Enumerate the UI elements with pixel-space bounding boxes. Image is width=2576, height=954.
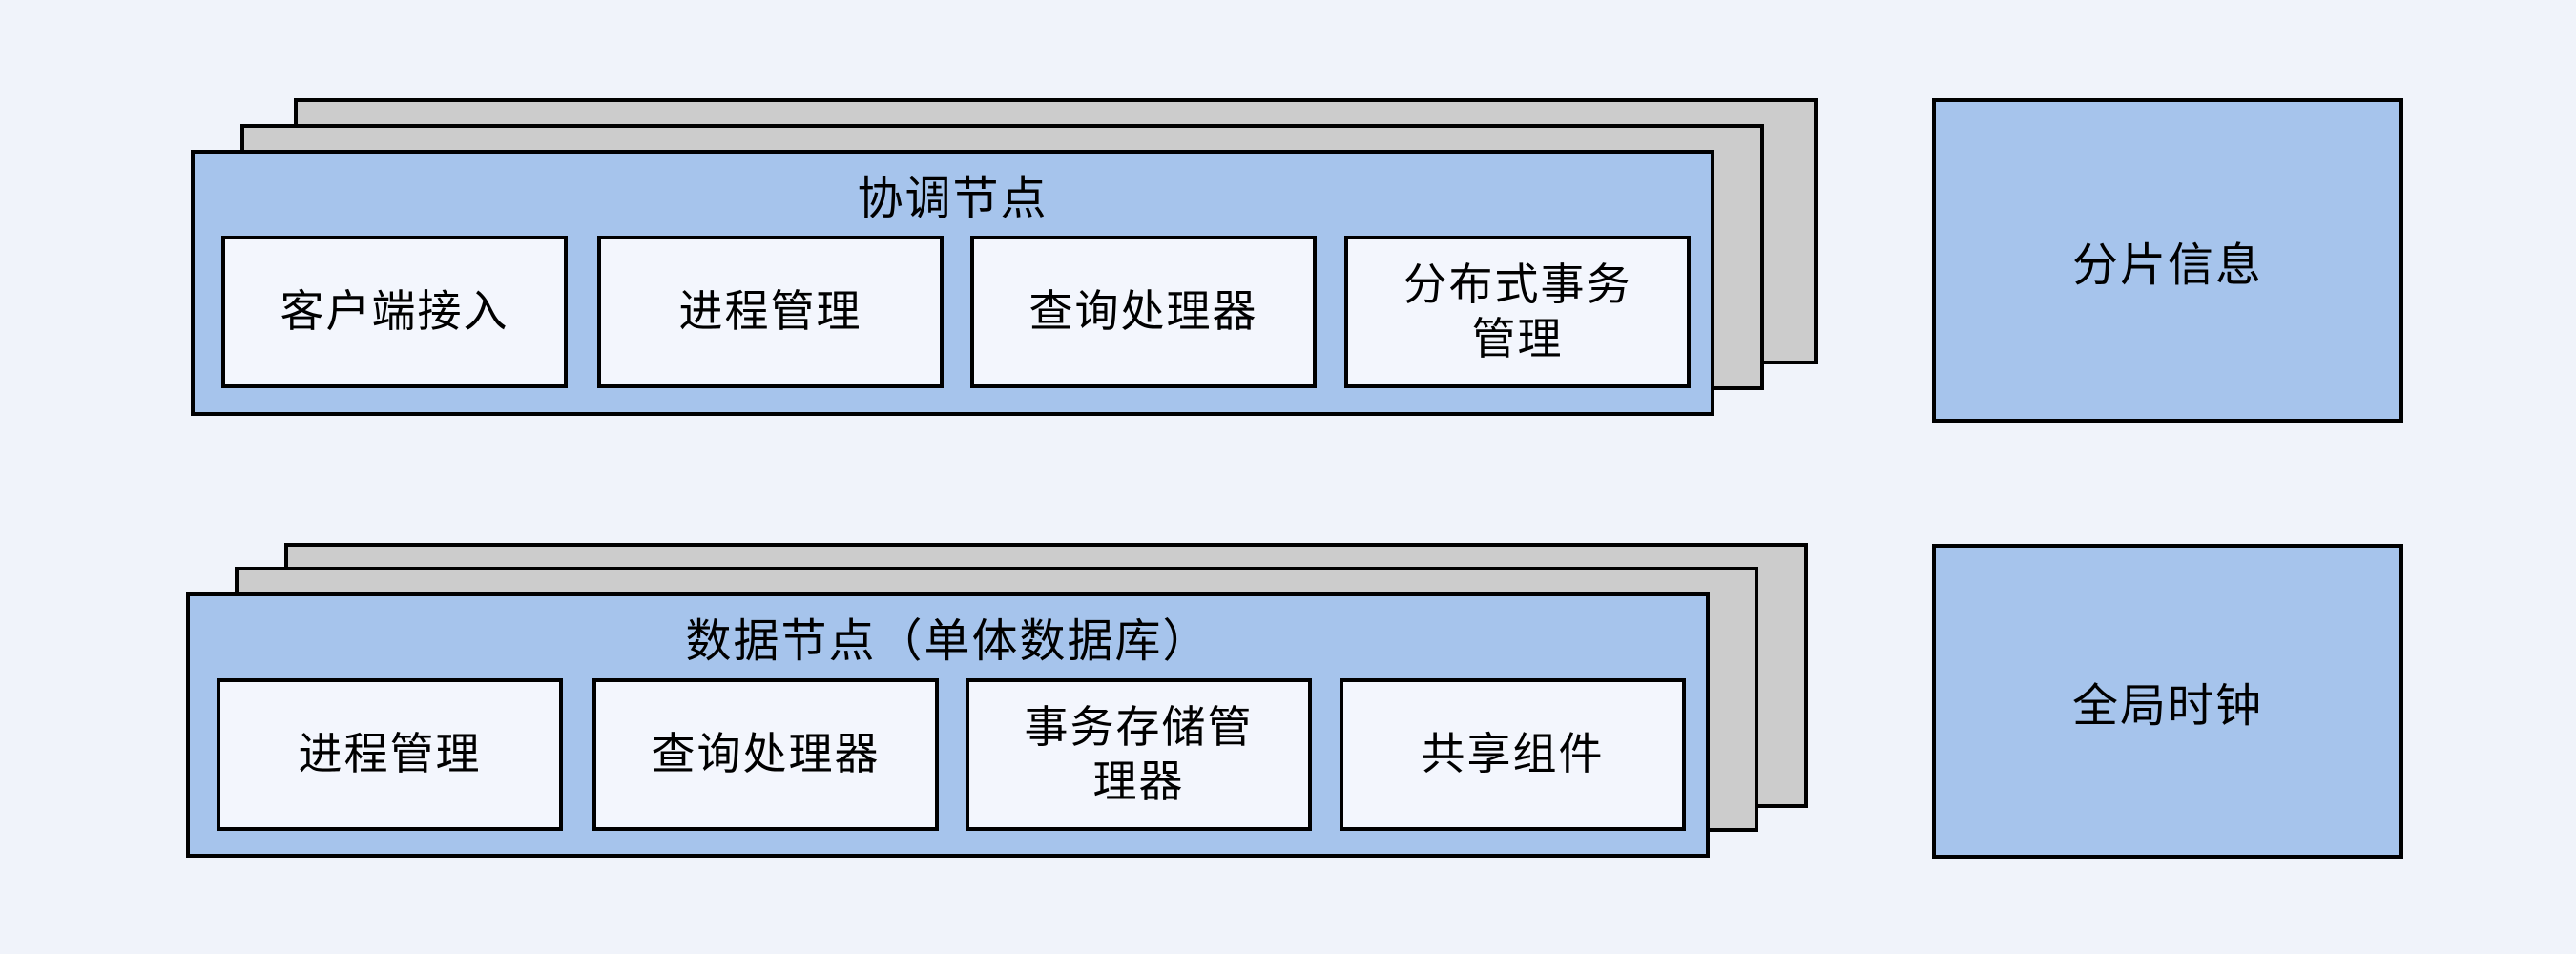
coordinator-node-card: 协调节点 客户端接入 进程管理 查询处理器 分布式事务 管理 xyxy=(191,150,1714,416)
global-clock-box: 全局时钟 xyxy=(1932,544,2403,859)
module-query-processor: 查询处理器 xyxy=(970,236,1317,388)
module-distributed-transaction-management: 分布式事务 管理 xyxy=(1344,236,1691,388)
module-process-management-data: 进程管理 xyxy=(217,678,563,831)
shard-info-box: 分片信息 xyxy=(1932,98,2403,423)
module-query-processor-data: 查询处理器 xyxy=(592,678,939,831)
module-transaction-storage-manager: 事务存储管 理器 xyxy=(966,678,1312,831)
data-node-title: 数据节点（单体数据库） xyxy=(685,616,1211,667)
module-shared-components: 共享组件 xyxy=(1340,678,1686,831)
coordinator-node-title: 协调节点 xyxy=(857,174,1049,224)
module-client-access: 客户端接入 xyxy=(221,236,568,388)
data-node-card: 数据节点（单体数据库） 进程管理 查询处理器 事务存储管 理器 共享组件 xyxy=(186,592,1710,858)
module-process-management: 进程管理 xyxy=(597,236,944,388)
